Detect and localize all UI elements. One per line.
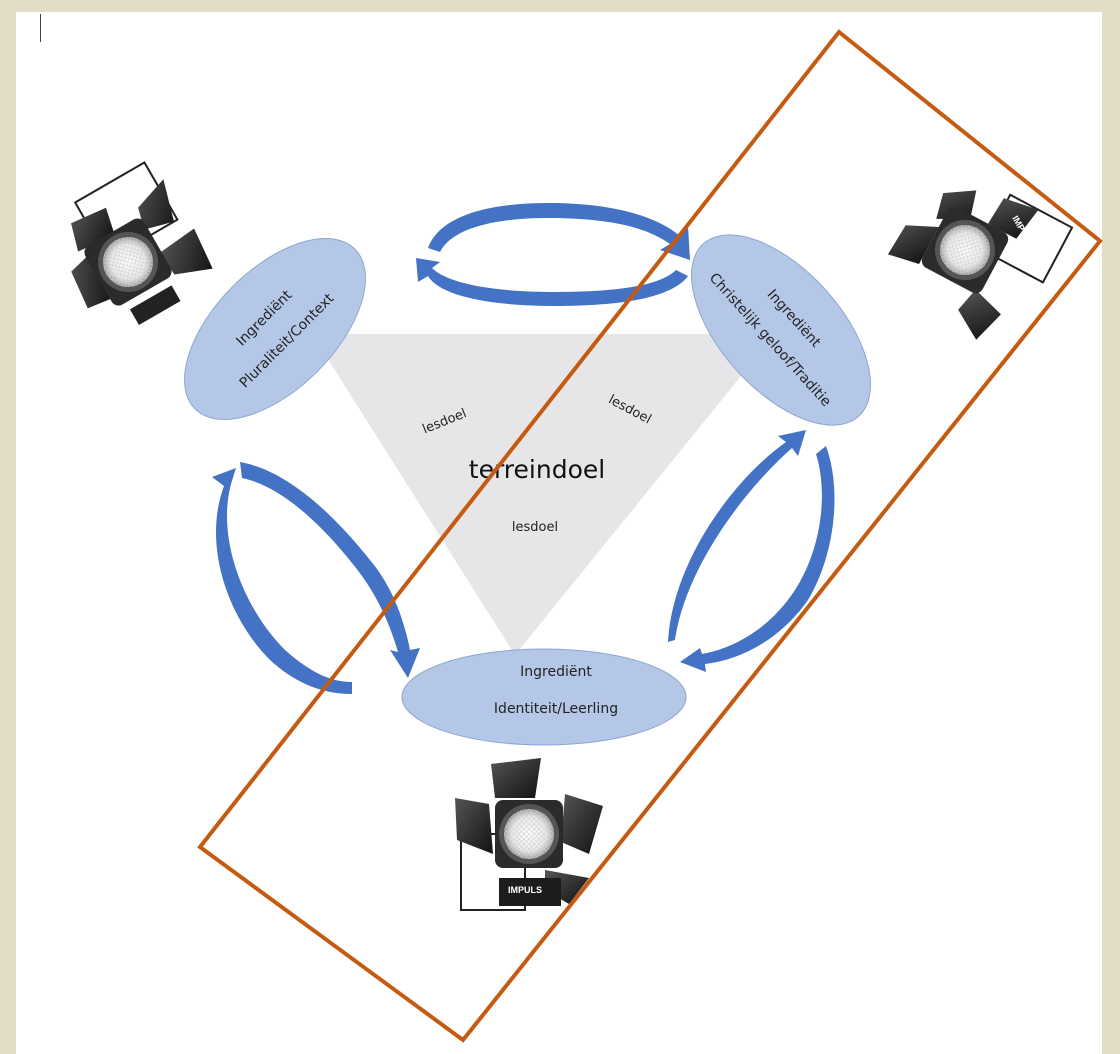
terreindoel-title: terreindoel (469, 455, 605, 484)
text-cursor (40, 14, 41, 42)
lesdoel-bottom: lesdoel (512, 520, 558, 535)
lamp-label-bottom: IMPULS (508, 885, 542, 895)
cycle-arrows-left (212, 462, 420, 694)
cycle-arrows-top (416, 203, 690, 306)
spotlight-icon-left (71, 161, 213, 325)
ingredient-right: Ingrediënt Christelijk geloof/Traditie (690, 234, 872, 426)
ingredient-bottom-line1: Ingrediënt (520, 664, 592, 680)
ingredient-bottom-line2: Identiteit/Leerling (494, 701, 618, 717)
spotlight-icon-right (887, 190, 1074, 340)
lamp-label-left: IMPULS (84, 317, 118, 327)
ingredient-bottom: Ingrediënt Identiteit/Leerling (401, 648, 687, 746)
highlight-box (197, 29, 1103, 1043)
cycle-arrows-right (668, 430, 835, 672)
goal-triangle (312, 334, 775, 655)
spotlight-icon-bottom (455, 758, 603, 911)
